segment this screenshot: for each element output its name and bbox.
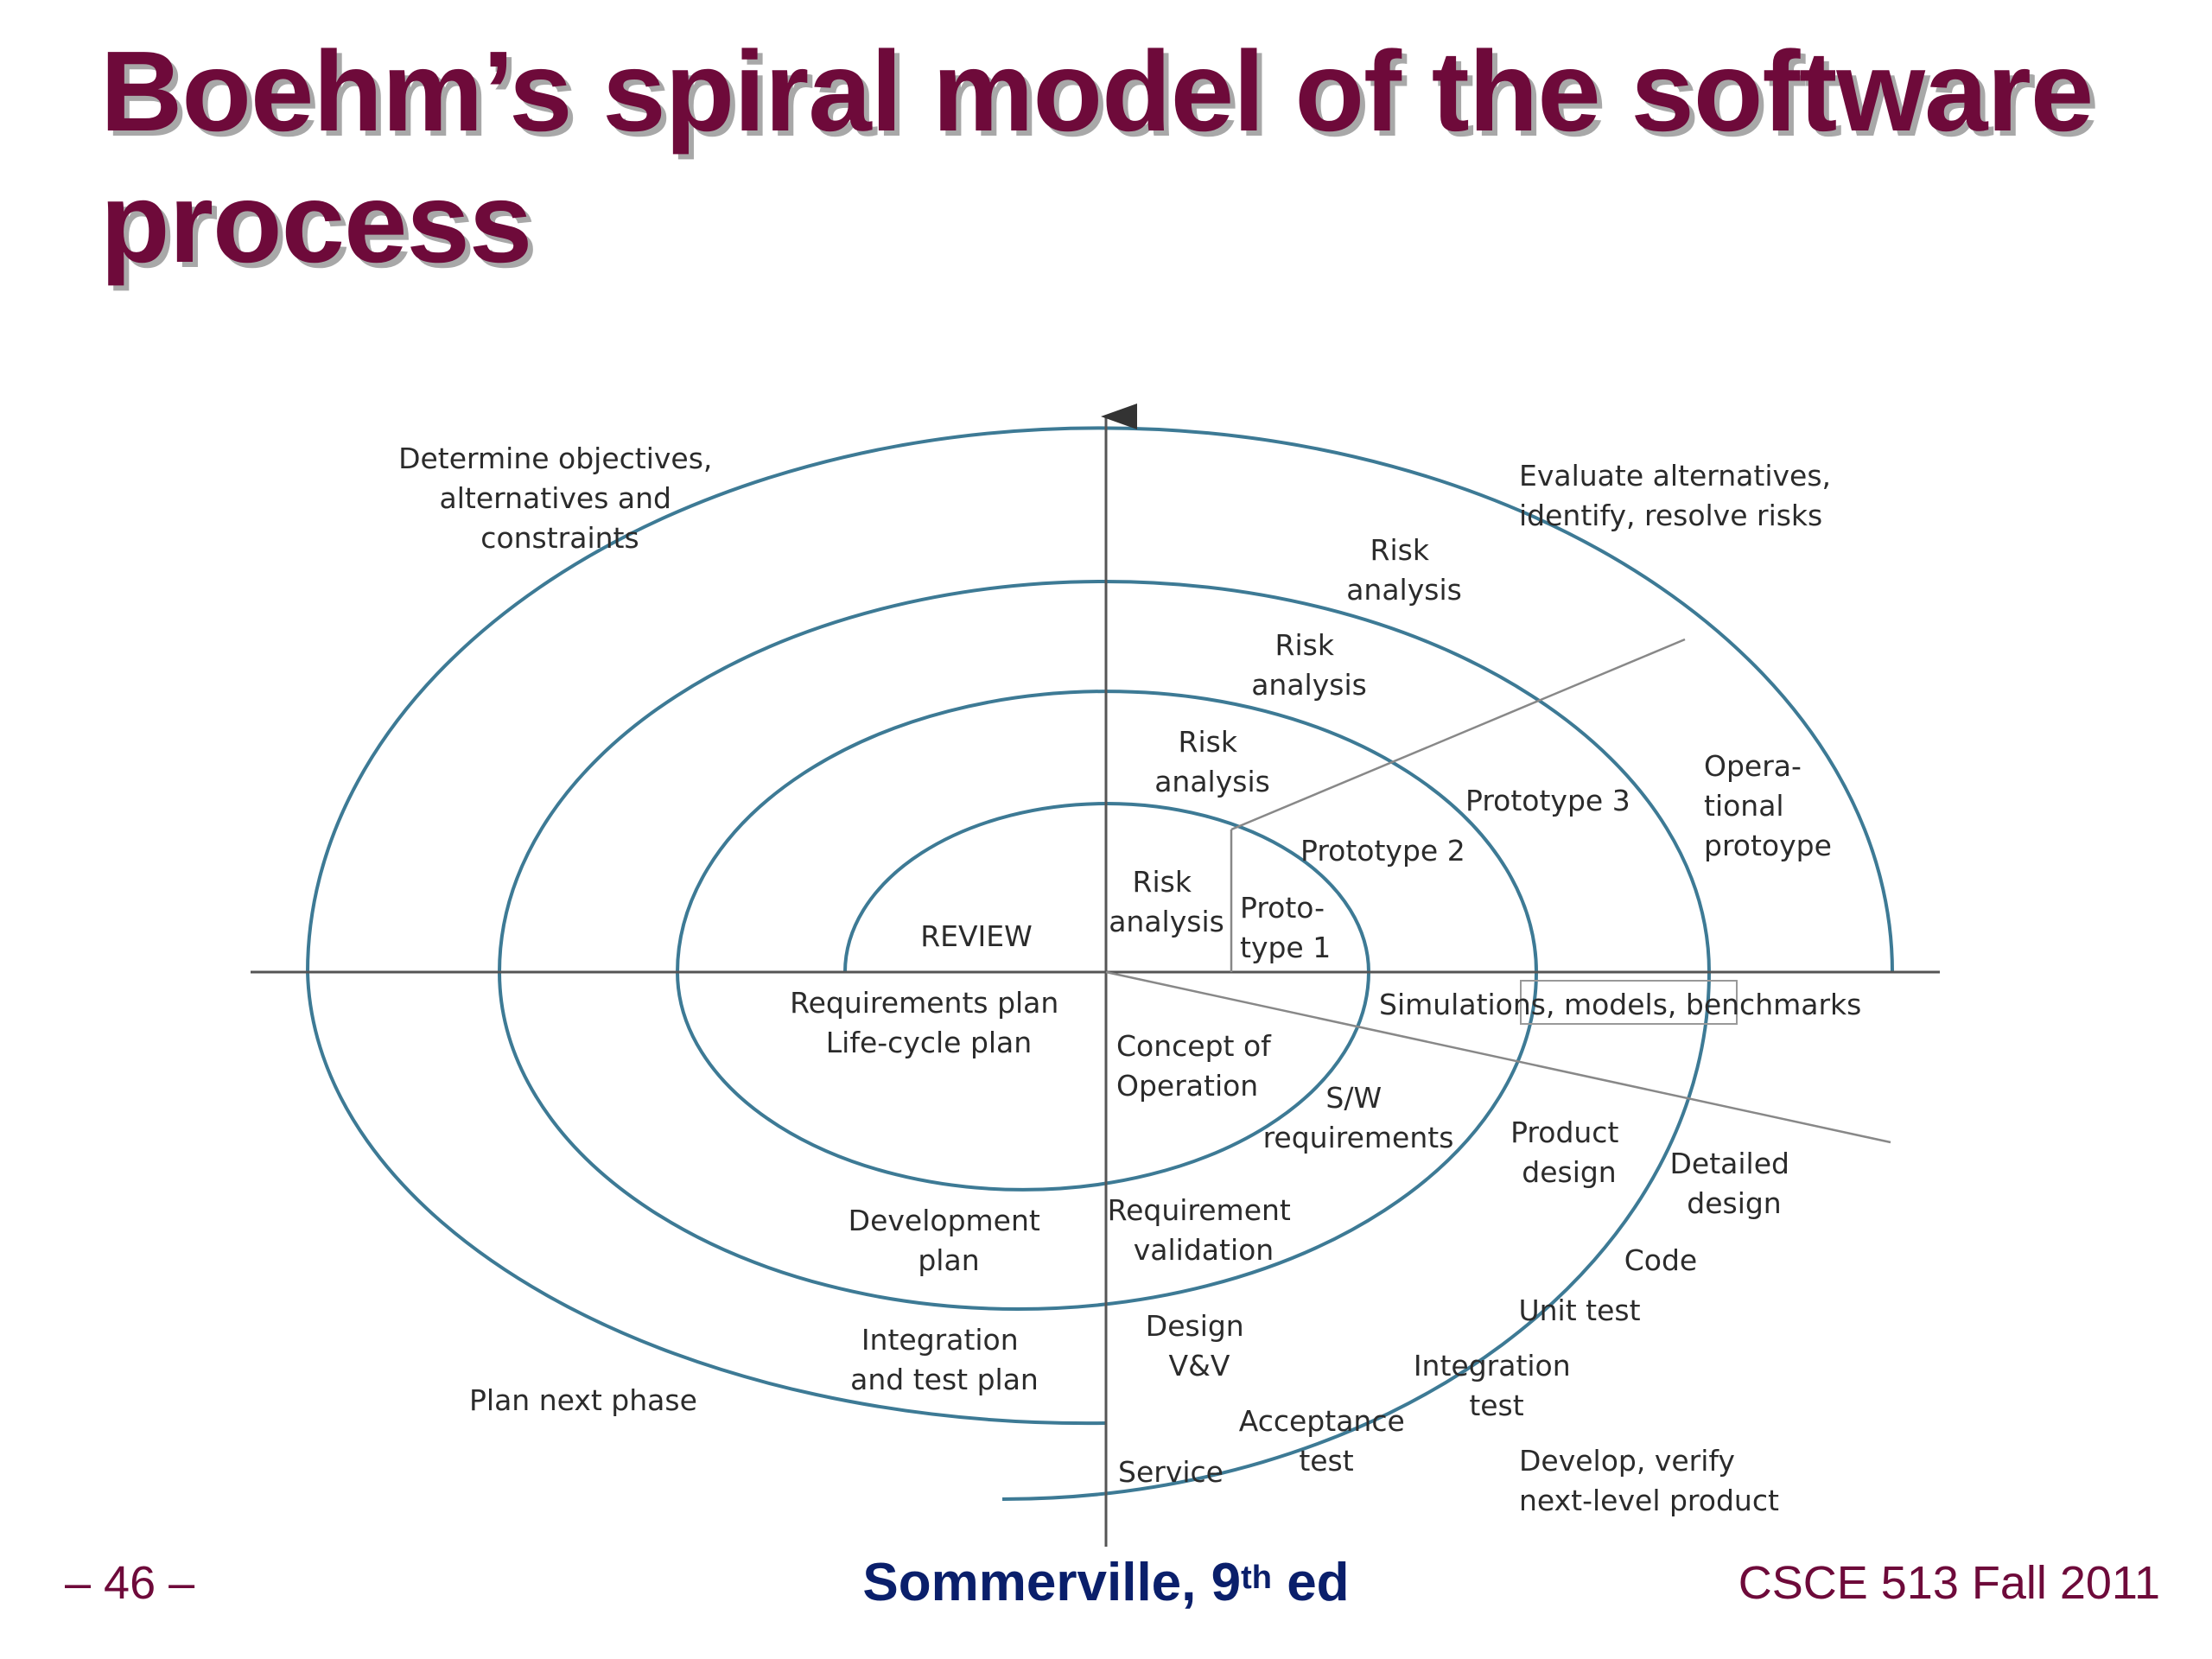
page-number: – 46 – [65, 1557, 195, 1609]
simulations-label: Simulations, models, benchmarks [1379, 988, 1861, 1021]
spiral-loop-5 [498, 580, 1711, 973]
unit-test-label: Unit test [1518, 1294, 1640, 1327]
quadrant-label-evaluate: Evaluate alternatives, identify, resolve… [1519, 459, 1840, 532]
source-superscript: th [1241, 1560, 1272, 1596]
requirement-validation-label: Requirement validation [1108, 1193, 1300, 1267]
quadrant-label-objectives: Determine objectives, alternatives and c… [398, 442, 721, 555]
integration-test-label: Integration test [1414, 1349, 1580, 1422]
page-title: Boehm’s spiral model of the software pro… [100, 26, 2191, 289]
service-label: Service [1118, 1455, 1224, 1489]
risk-analysis-label-1: Risk analysis [1109, 865, 1224, 938]
source-tail: ed [1271, 1553, 1350, 1612]
source-citation: Sommerville, 9th ed [0, 1555, 2212, 1611]
risk-analysis-label-4: Risk analysis [1346, 533, 1462, 607]
development-plan-label: Development plan [849, 1204, 1050, 1277]
quadrant-label-develop: Develop, verify next-level product [1519, 1444, 1779, 1517]
sw-requirements-label: S/W requirements [1263, 1081, 1454, 1154]
prototype-3-label: Prototype 3 [1465, 784, 1630, 817]
integration-test-plan-label: Integration and test plan [850, 1323, 1039, 1396]
acceptance-test-label: Acceptance test [1239, 1404, 1414, 1478]
prototype-2-label: Prototype 2 [1300, 834, 1465, 868]
prototype-diagonal-divider [1230, 638, 1686, 831]
product-design-label: Product design [1510, 1116, 1628, 1189]
risk-analysis-label-2: Risk analysis [1154, 725, 1270, 798]
course-label: CSCE 513 Fall 2011 [1738, 1557, 2160, 1609]
develop-diagonal-divider [1105, 970, 1891, 1144]
source-main: Sommerville, 9 [862, 1553, 1242, 1612]
spiral-loop-2 [676, 971, 1370, 1192]
prototype-1-label: Proto- type 1 [1240, 891, 1334, 964]
title-line-1: Boehm’s spiral model of the software [100, 28, 2094, 155]
code-label: Code [1624, 1243, 1697, 1277]
axes [251, 404, 1940, 1547]
spiral-path [305, 426, 1894, 1501]
title-line-2: process [100, 159, 532, 286]
concept-of-operation-label: Concept of Operation [1116, 1029, 1280, 1103]
spiral-loop-7 [305, 426, 1894, 1426]
prototype-dividers [1105, 638, 1891, 1144]
detailed-design-label: Detailed design [1670, 1147, 1799, 1220]
requirements-plan-label: Requirements plan Life-cycle plan [790, 986, 1068, 1059]
simulations-box [1520, 980, 1738, 1025]
design-vv-label: Design V&V [1146, 1309, 1253, 1382]
quadrant-label-plan-next-phase: Plan next phase [469, 1383, 697, 1417]
spiral-loop-4 [498, 971, 1538, 1311]
operational-prototype-label: Opera- tional protoype [1704, 749, 1832, 862]
risk-analysis-label-3: Risk analysis [1251, 628, 1367, 702]
review-label: REVIEW [920, 919, 1033, 953]
